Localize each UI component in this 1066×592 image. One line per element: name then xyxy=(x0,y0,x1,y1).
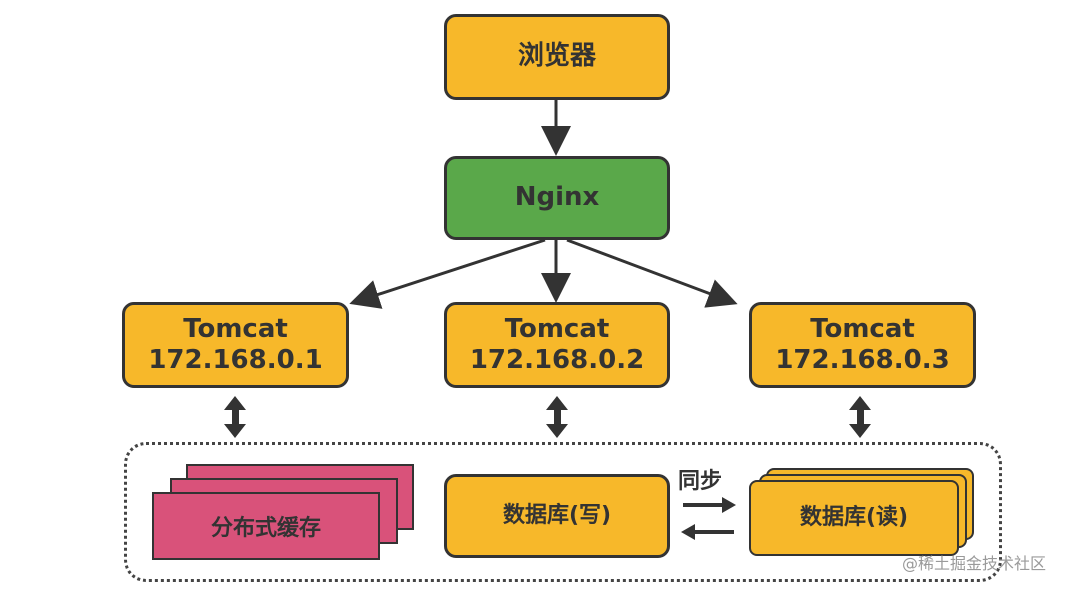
arrow-nginx-tomcat3 xyxy=(566,238,738,308)
tomcat-2-ip: 172.168.0.2 xyxy=(469,345,645,375)
db-write-label: 数据库(写) xyxy=(502,502,612,528)
tomcat-1-name: Tomcat xyxy=(183,313,288,344)
tomcat-3-name: Tomcat xyxy=(810,313,915,344)
browser-label: 浏览器 xyxy=(517,41,596,72)
tomcat-node-3: Tomcat 172.168.0.3 xyxy=(749,302,976,388)
tomcat-node-2: Tomcat 172.168.0.2 xyxy=(444,302,670,388)
tomcat-2-name: Tomcat xyxy=(504,313,610,344)
double-arrow-tomcat1 xyxy=(224,396,246,438)
watermark-text: @稀土掘金技术社区 xyxy=(901,554,1046,573)
arrow-nginx-tomcat1 xyxy=(349,238,546,309)
nginx-node: Nginx xyxy=(444,156,670,240)
browser-node: 浏览器 xyxy=(444,14,670,100)
tomcat-3-ip: 172.168.0.3 xyxy=(775,345,950,375)
db-write-node: 数据库(写) xyxy=(444,474,670,558)
nginx-label: Nginx xyxy=(514,182,600,213)
storage-cluster-boundary xyxy=(124,442,1002,582)
sync-label: 同步 xyxy=(678,469,723,494)
db-read-node: 数据库(读) xyxy=(749,480,959,556)
double-arrow-tomcat3 xyxy=(849,396,871,438)
db-read-label: 数据库(读) xyxy=(799,504,909,530)
sync-arrows xyxy=(681,497,736,540)
tomcat-node-1: Tomcat 172.168.0.1 xyxy=(122,302,349,388)
cache-label: 分布式缓存 xyxy=(210,516,321,541)
double-arrow-tomcat2 xyxy=(546,396,568,438)
tomcat-1-ip: 172.168.0.1 xyxy=(148,345,323,375)
cache-layer-front: 分布式缓存 xyxy=(152,492,380,560)
